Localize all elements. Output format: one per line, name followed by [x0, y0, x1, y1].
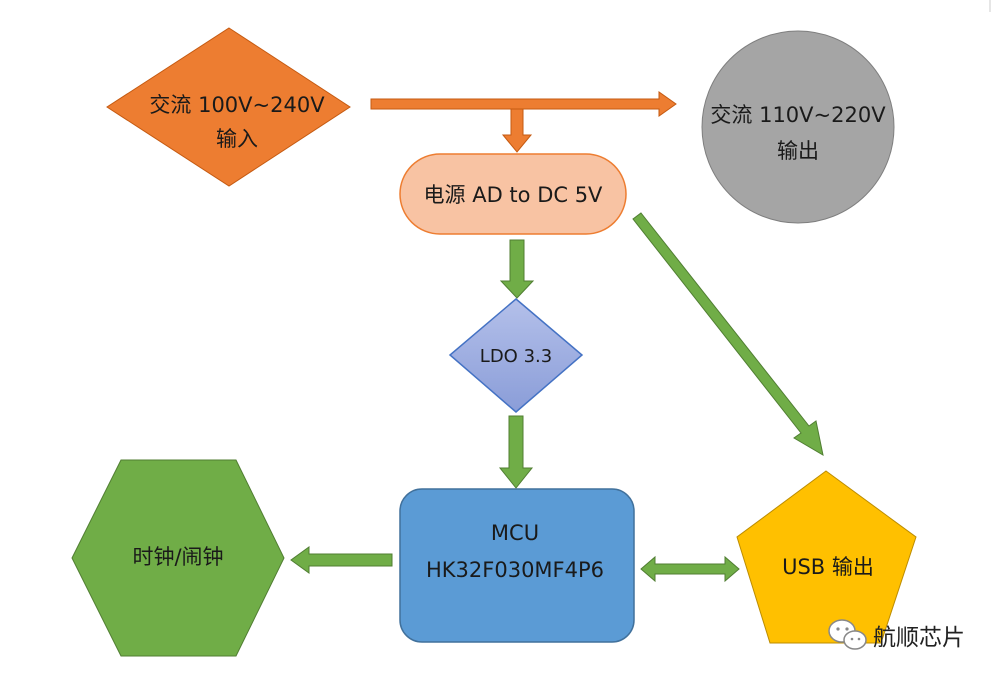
ac-input-line2: 输入: [216, 127, 258, 151]
node-usb: USB 输出: [736, 470, 917, 644]
arrow-power-to-ldo: [499, 239, 535, 299]
mcu-box: [399, 488, 635, 643]
mcu-line2: HK32F030MF4P6: [426, 558, 604, 582]
ac-input-diamond: [106, 27, 351, 187]
usb-label: USB 输出: [782, 555, 874, 579]
clock-hexagon: [71, 459, 285, 657]
mcu-line1: MCU: [491, 521, 539, 545]
power-supply-label: 电源 AD to DC 5V: [424, 183, 604, 207]
arrow-power-to-usb: [632, 212, 824, 456]
ac-output-line1: 交流 110V~220V: [710, 103, 886, 127]
arrow-mcu-to-clock: [290, 546, 393, 574]
wechat-icon: [828, 619, 867, 650]
watermark: 航顺芯片: [828, 619, 965, 651]
ldo-diamond: [448, 298, 584, 413]
arrow-ldo-to-mcu: [498, 415, 534, 489]
node-clock: 时钟/闹钟: [71, 459, 285, 657]
arrow-input-to-output: [370, 91, 677, 117]
arrow-input-to-power: [501, 108, 533, 153]
usb-pentagon: [736, 470, 917, 644]
node-ldo: LDO 3.3: [448, 298, 584, 413]
watermark-text: 航顺芯片: [873, 625, 965, 651]
node-ac-output: 交流 110V~220V 输出: [701, 30, 895, 224]
node-power-supply: 电源 AD to DC 5V: [399, 153, 627, 235]
node-ac-input: 交流 100V~240V 输入: [106, 27, 351, 187]
power-supply-box: [399, 153, 627, 235]
ac-input-line1: 交流 100V~240V: [149, 93, 325, 117]
arrow-mcu-usb-bidirectional: [640, 555, 740, 583]
ac-output-line2: 输出: [777, 139, 819, 163]
clock-label: 时钟/闹钟: [132, 545, 223, 569]
ldo-label: LDO 3.3: [480, 346, 552, 367]
node-mcu: MCU HK32F030MF4P6: [399, 488, 635, 643]
ac-output-circle: [701, 30, 895, 224]
